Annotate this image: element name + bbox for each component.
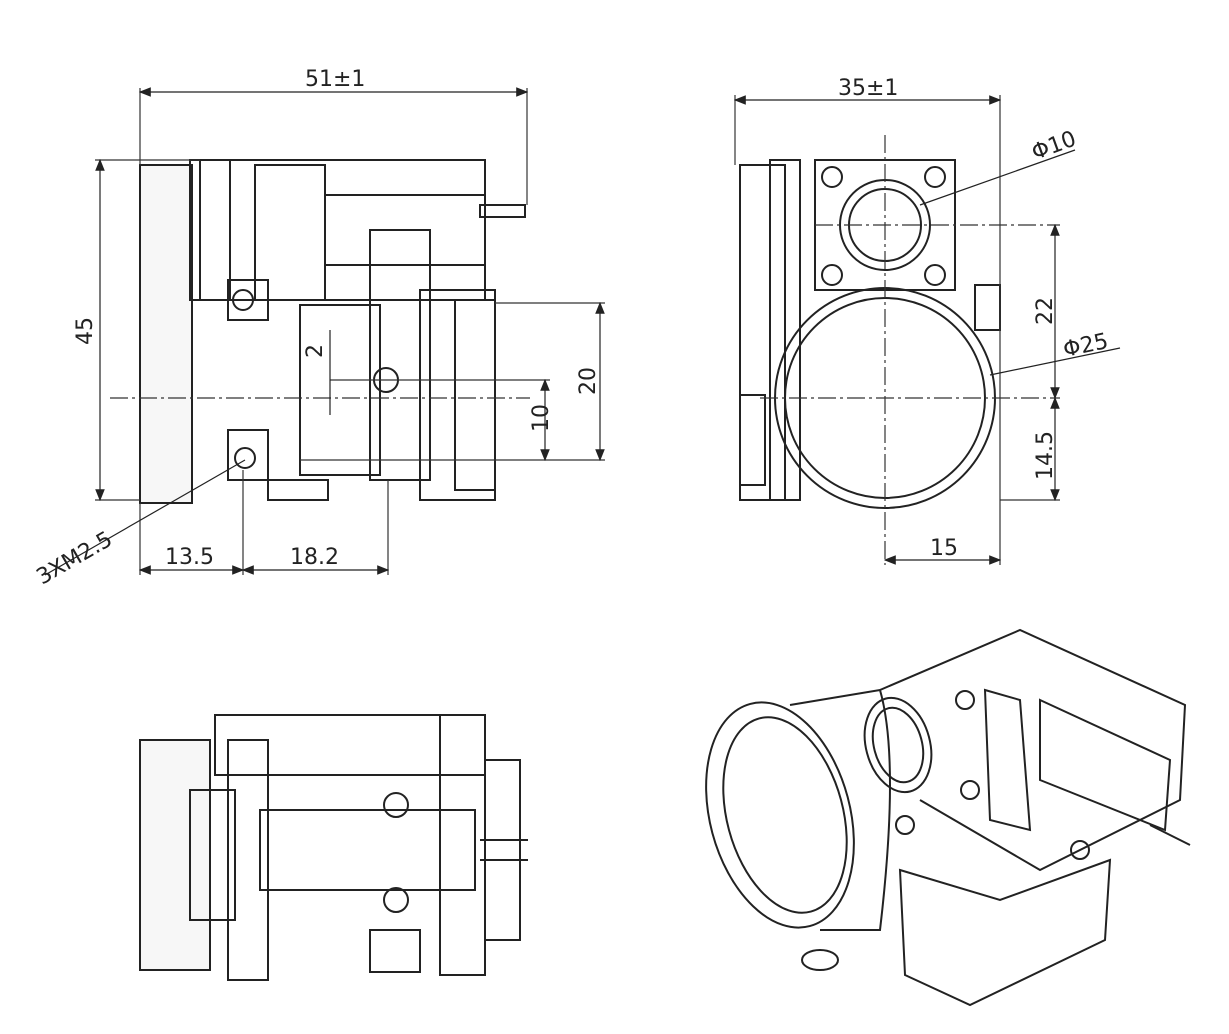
- isometric-view: [705, 628, 1191, 1007]
- window-height-dim: 20: [576, 367, 601, 395]
- hole-offset-1-dim: 13.5: [165, 545, 214, 570]
- large-aperture-dim: Φ25: [1061, 329, 1111, 363]
- mount-holes-label: 3XM2.5: [33, 527, 117, 590]
- side-view: 51±1 45 20 10 2 13.5 18.2 3XM2.5: [33, 67, 605, 590]
- aperture-spacing-dim: 22: [1033, 297, 1058, 325]
- front-view: 35±1 Φ10 Φ25 22 14.5 15: [733, 76, 1121, 565]
- large-center-offset-dim: 15: [930, 536, 958, 561]
- small-aperture-dim: Φ10: [1029, 127, 1080, 166]
- window-half-dim: 10: [529, 404, 554, 432]
- overall-length-dim: 51±1: [305, 67, 365, 92]
- hole-offset-2-dim: 18.2: [290, 545, 339, 570]
- height-dim: 45: [73, 317, 98, 345]
- top-view: [139, 714, 528, 981]
- offset-small-dim: 2: [303, 344, 328, 358]
- width-dim: 35±1: [838, 76, 898, 101]
- large-center-height-dim: 14.5: [1033, 431, 1058, 480]
